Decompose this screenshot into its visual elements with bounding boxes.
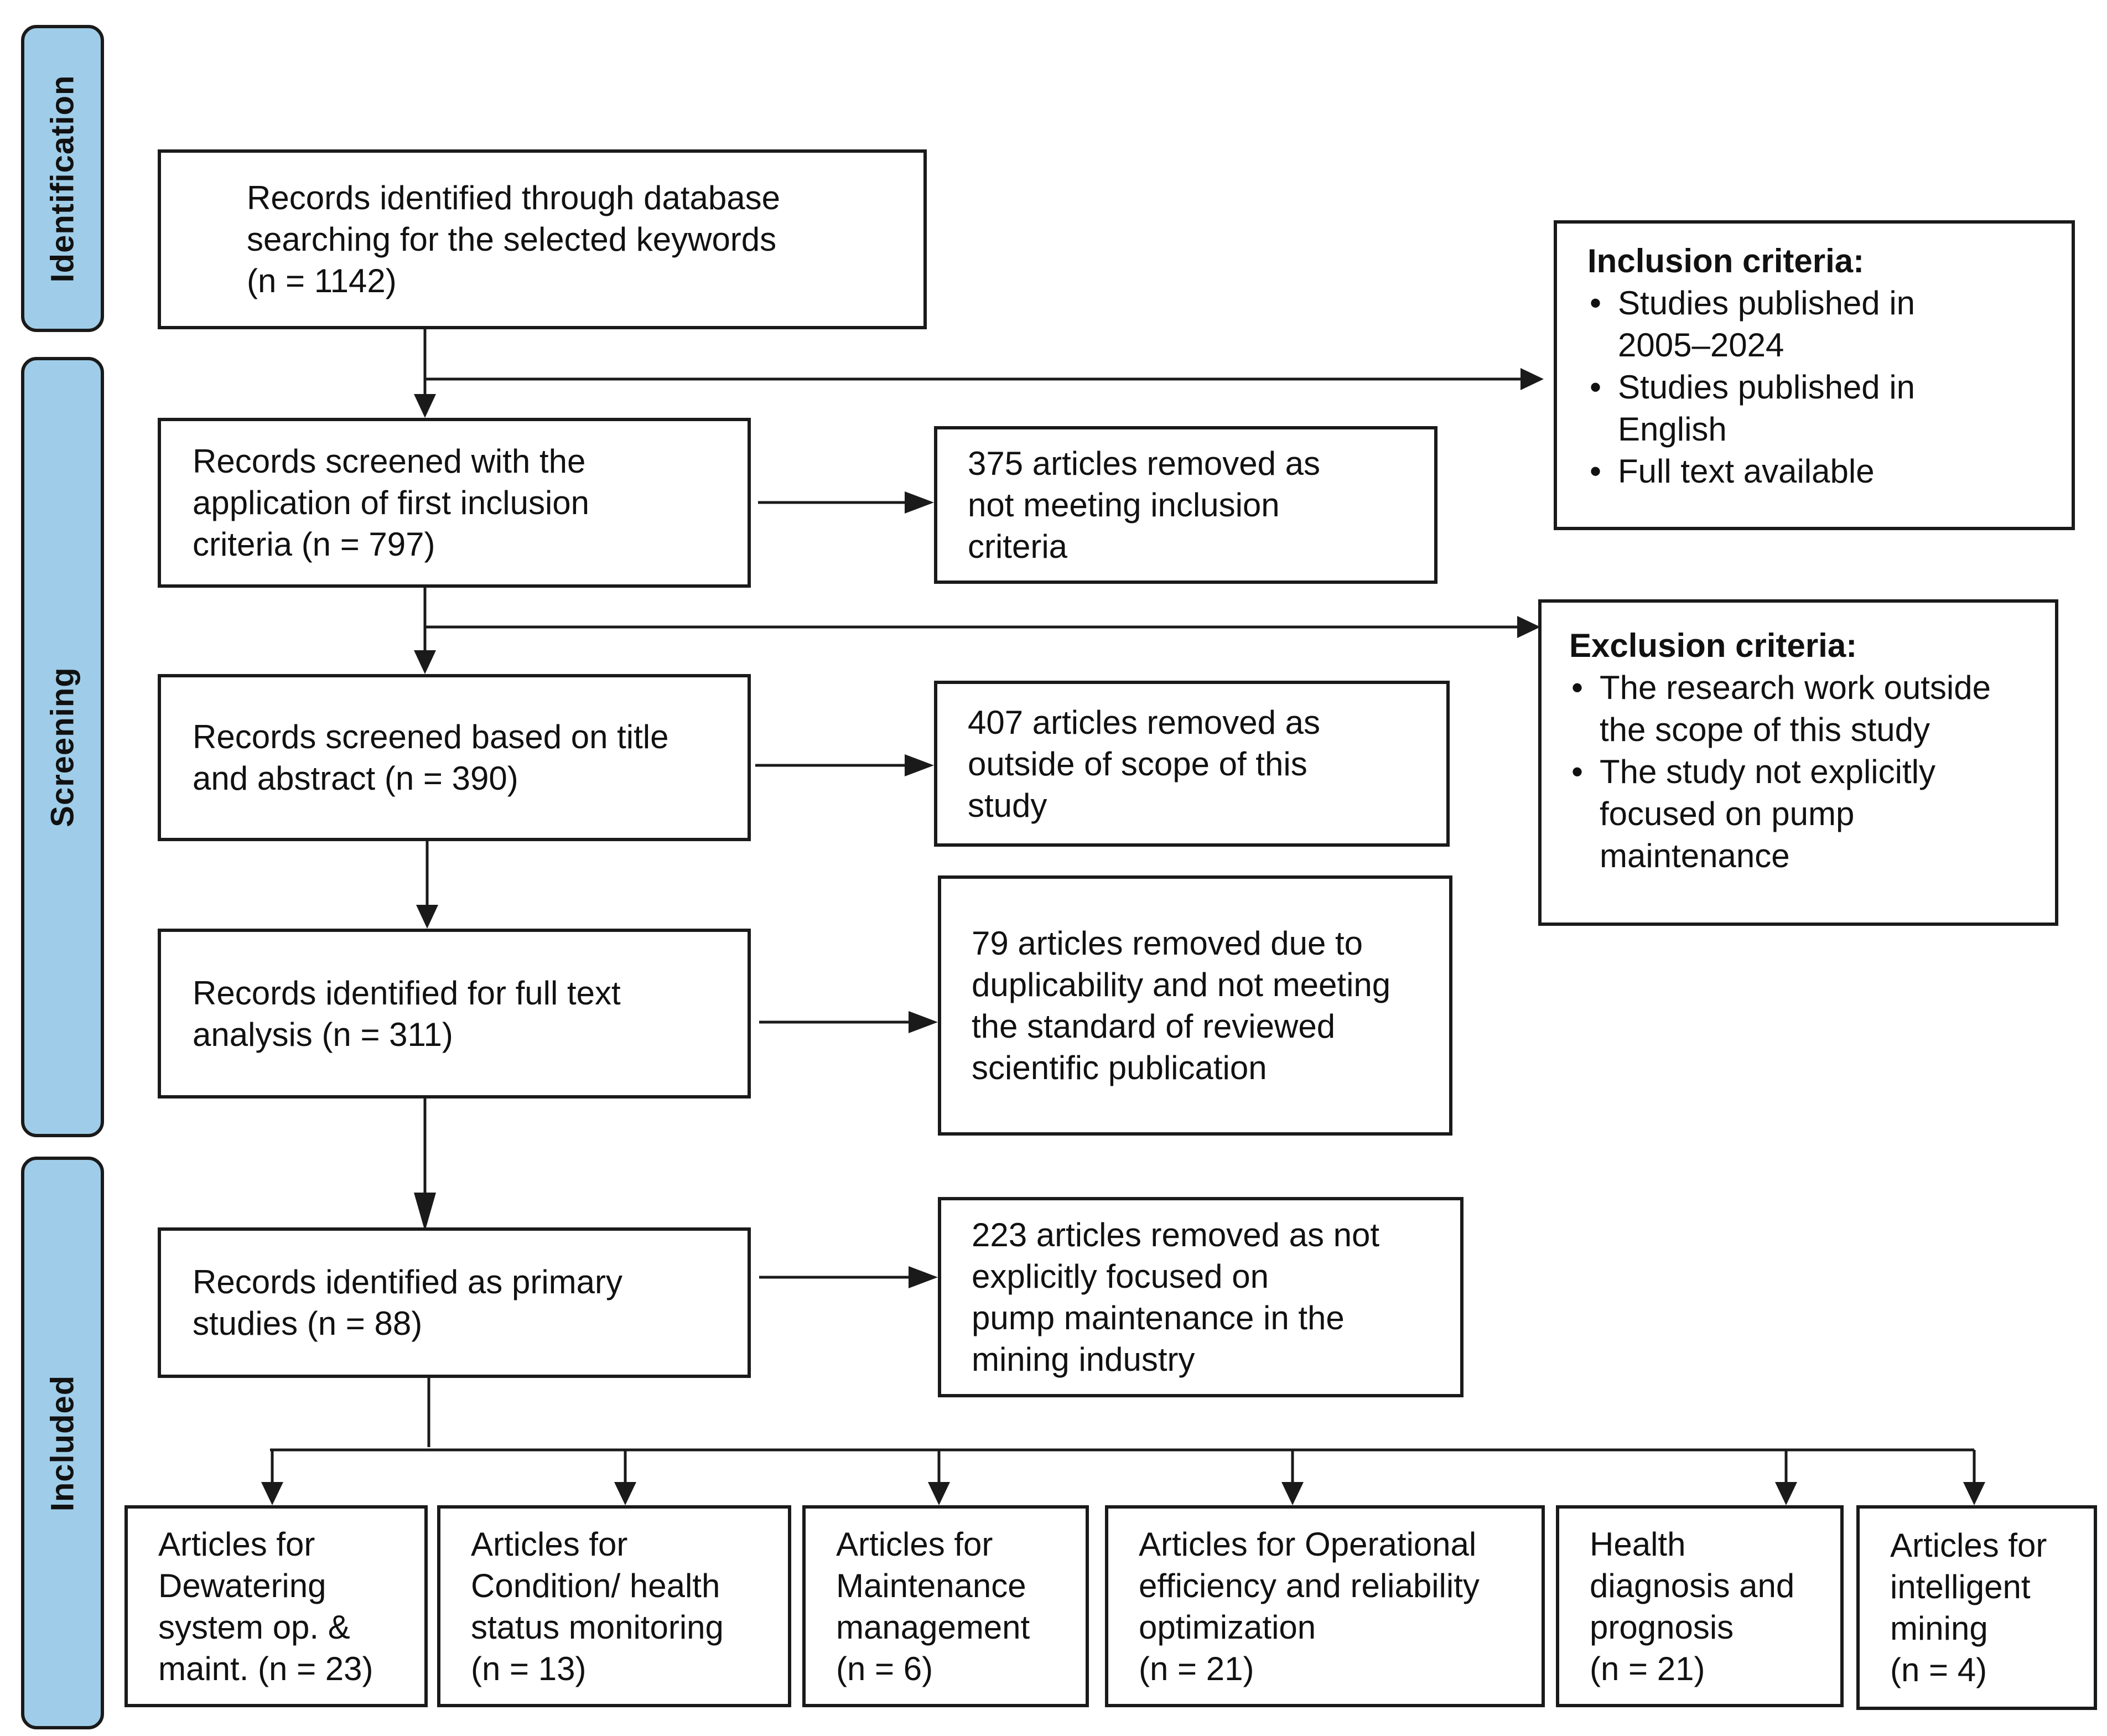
- inclusion-criteria-list: Studies published in 2005–2024 Studies p…: [1587, 282, 2072, 493]
- removed-first-text: 375 articles removed as not meeting incl…: [968, 445, 1320, 565]
- records-primary-box: Records identified as primary studies (n…: [158, 1227, 751, 1378]
- category-maintenance-management-box: Articles for Maintenance management (n =…: [802, 1505, 1089, 1707]
- removed-pump-text: 223 articles removed as not explicitly f…: [972, 1216, 1380, 1378]
- removed-dup-text: 79 articles removed due to duplicability…: [972, 925, 1391, 1086]
- phase-identification: Identification: [21, 25, 104, 332]
- category-health-diagnosis-text: Health diagnosis and prognosis (n = 21): [1590, 1525, 1795, 1687]
- arrowhead-down: [928, 1482, 950, 1505]
- removed-pump-box: 223 articles removed as not explicitly f…: [938, 1197, 1464, 1397]
- category-intelligent-mining-text: Articles for intelligent mining (n = 4): [1890, 1527, 2047, 1688]
- arrowhead-down: [1281, 1482, 1304, 1505]
- exclusion-criteria-item: The study not explicitly focused on pump…: [1569, 751, 2055, 877]
- category-dewatering-box: Articles for Dewatering system op. & mai…: [124, 1505, 428, 1707]
- category-maintenance-management-text: Articles for Maintenance management (n =…: [836, 1525, 1030, 1687]
- arrowhead-right: [909, 1266, 938, 1288]
- records-primary-text: Records identified as primary studies (n…: [193, 1263, 622, 1342]
- category-dewatering-text: Articles for Dewatering system op. & mai…: [158, 1525, 373, 1687]
- inclusion-criteria-item: Studies published in 2005–2024: [1587, 282, 2072, 366]
- records-identified-text: Records identified through database sear…: [247, 179, 780, 299]
- arrowhead-down: [414, 650, 436, 674]
- category-condition-monitoring-box: Articles for Condition/ health status mo…: [437, 1505, 791, 1707]
- category-health-diagnosis-box: Health diagnosis and prognosis (n = 21): [1556, 1505, 1844, 1707]
- arrowhead-down: [1775, 1482, 1797, 1505]
- removed-dup-box: 79 articles removed due to duplicability…: [938, 875, 1452, 1136]
- exclusion-criteria-title: Exclusion criteria:: [1569, 627, 1857, 664]
- arrowhead-right: [905, 754, 934, 776]
- arrowhead-down: [614, 1482, 636, 1505]
- removed-scope-text: 407 articles removed as outside of scope…: [968, 703, 1320, 824]
- category-operational-efficiency-box: Articles for Operational efficiency and …: [1105, 1505, 1545, 1707]
- records-screened-first-box: Records screened with the application of…: [158, 418, 751, 588]
- exclusion-criteria-item: The research work outside the scope of t…: [1569, 667, 2055, 751]
- inclusion-criteria-title: Inclusion criteria:: [1587, 242, 1865, 279]
- inclusion-criteria-item: Studies published in English: [1587, 366, 2072, 450]
- category-intelligent-mining-box: Articles for intelligent mining (n = 4): [1856, 1505, 2097, 1710]
- records-fulltext-text: Records identified for full text analysi…: [193, 974, 621, 1053]
- records-screened-first-text: Records screened with the application of…: [193, 443, 590, 563]
- arrowhead-right: [905, 491, 934, 514]
- arrowhead-right: [909, 1011, 938, 1033]
- records-screened-title-box: Records screened based on title and abst…: [158, 674, 751, 841]
- records-fulltext-box: Records identified for full text analysi…: [158, 929, 751, 1098]
- arrowhead-right: [1520, 368, 1544, 390]
- inclusion-criteria-box: Inclusion criteria: Studies published in…: [1554, 220, 2075, 530]
- arrowhead-down: [414, 394, 436, 418]
- arrowhead-down: [416, 905, 438, 929]
- arrowhead-down: [414, 1193, 436, 1231]
- records-identified-box: Records identified through database sear…: [158, 149, 927, 329]
- phase-included: Included: [21, 1157, 104, 1729]
- removed-first-box: 375 articles removed as not meeting incl…: [934, 426, 1437, 584]
- arrowhead-down: [1963, 1482, 1985, 1505]
- category-condition-monitoring-text: Articles for Condition/ health status mo…: [471, 1525, 724, 1687]
- inclusion-criteria-item: Full text available: [1587, 450, 2072, 493]
- removed-scope-box: 407 articles removed as outside of scope…: [934, 681, 1450, 847]
- records-screened-title-text: Records screened based on title and abst…: [193, 718, 669, 797]
- arrowhead-right: [1517, 616, 1540, 638]
- phase-screening: Screening: [21, 357, 104, 1137]
- category-operational-efficiency-text: Articles for Operational efficiency and …: [1139, 1525, 1480, 1687]
- exclusion-criteria-box: Exclusion criteria: The research work ou…: [1538, 599, 2058, 926]
- arrowhead-down: [261, 1482, 283, 1505]
- exclusion-criteria-list: The research work outside the scope of t…: [1569, 667, 2055, 877]
